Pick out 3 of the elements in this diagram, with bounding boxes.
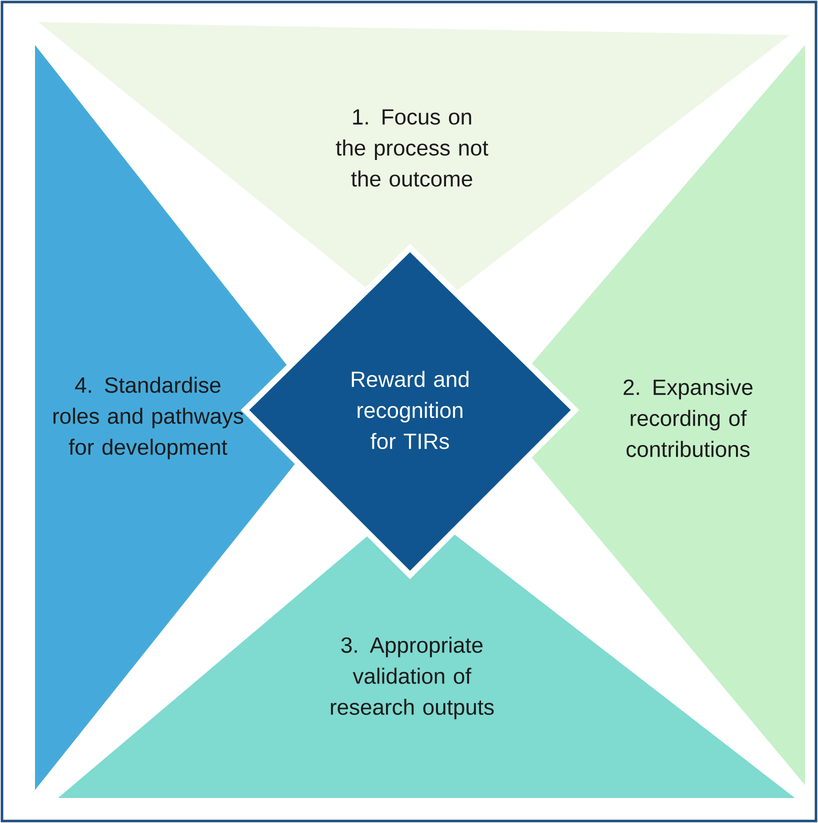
triangle-panel: 4. Standardise roles and pathways for development	[35, 45, 330, 790]
triangle-panel: 1. Focus on the process not the outcome	[38, 22, 790, 325]
triangle-panel: 3. Appropriate validation of research outputs	[58, 500, 795, 798]
